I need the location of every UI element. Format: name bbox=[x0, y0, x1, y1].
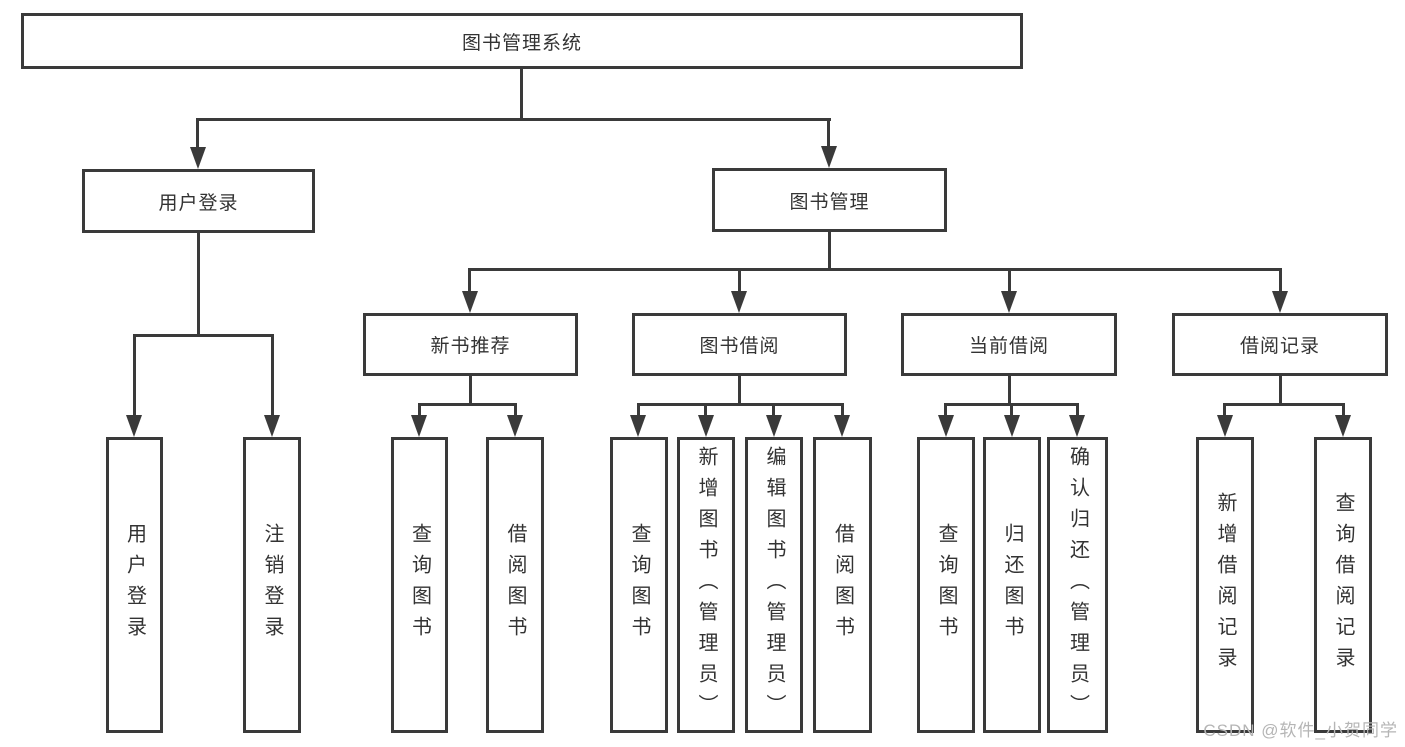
leaf-borrow-books-recommend: 借阅图书 bbox=[486, 437, 544, 733]
connector-line bbox=[1010, 403, 1013, 418]
leaf-add-borrow-record-label: 新增借阅记录 bbox=[1214, 492, 1236, 678]
arrowhead-down-icon bbox=[1069, 415, 1085, 437]
arrowhead-down-icon bbox=[698, 415, 714, 437]
leaf-borrow-books: 借阅图书 bbox=[813, 437, 872, 733]
node-root: 图书管理系统 bbox=[21, 13, 1023, 69]
connector-line bbox=[469, 376, 472, 406]
connector-line bbox=[1223, 403, 1226, 418]
leaf-logout: 注销登录 bbox=[243, 437, 301, 733]
connector-line bbox=[468, 268, 471, 293]
arrowhead-down-icon bbox=[834, 415, 850, 437]
connector-line bbox=[1279, 376, 1282, 406]
leaf-confirm-return-admin: 确认归还（管理员） bbox=[1047, 437, 1108, 733]
connector-line bbox=[1008, 268, 1011, 293]
leaf-query-books-recommend: 查询图书 bbox=[391, 437, 448, 733]
arrowhead-down-icon bbox=[1004, 415, 1020, 437]
connector-line bbox=[271, 334, 274, 417]
leaf-query-borrow-record-label: 查询借阅记录 bbox=[1332, 492, 1354, 678]
leaf-query-books-borrowing-label: 查询图书 bbox=[628, 523, 650, 647]
leaf-confirm-return-admin-label: 确认归还（管理员） bbox=[1066, 445, 1089, 725]
node-book-management-label: 图书管理 bbox=[789, 191, 870, 213]
arrowhead-down-icon bbox=[1272, 291, 1288, 313]
leaf-add-books-admin: 新增图书（管理员） bbox=[677, 437, 735, 733]
arrowhead-down-icon bbox=[411, 415, 427, 437]
connector-line bbox=[468, 268, 1282, 271]
node-current-borrowing-label: 当前借阅 bbox=[968, 336, 1049, 357]
connector-line bbox=[1076, 403, 1079, 418]
node-user-login: 用户登录 bbox=[82, 169, 315, 233]
leaf-query-books-current: 查询图书 bbox=[917, 437, 975, 733]
node-book-borrowing: 图书借阅 bbox=[632, 313, 847, 376]
arrowhead-down-icon bbox=[126, 415, 142, 437]
connector-line bbox=[637, 403, 640, 418]
node-new-book-recommend: 新书推荐 bbox=[363, 313, 578, 376]
arrowhead-down-icon bbox=[938, 415, 954, 437]
csdn-watermark: CSDN @软件_小贺同学 bbox=[1203, 721, 1398, 740]
arrowhead-down-icon bbox=[1335, 415, 1351, 437]
node-borrowing-records: 借阅记录 bbox=[1172, 313, 1388, 376]
connector-line bbox=[704, 403, 707, 418]
arrowhead-down-icon bbox=[630, 415, 646, 437]
connector-line bbox=[828, 232, 831, 271]
connector-line bbox=[841, 403, 844, 418]
leaf-add-borrow-record: 新增借阅记录 bbox=[1196, 437, 1254, 733]
arrowhead-down-icon bbox=[821, 146, 837, 168]
arrowhead-down-icon bbox=[190, 147, 206, 169]
connector-line bbox=[738, 376, 741, 406]
connector-line bbox=[827, 118, 830, 149]
leaf-borrow-books-recommend-label: 借阅图书 bbox=[504, 523, 526, 647]
leaf-user-login-label: 用户登录 bbox=[123, 523, 146, 647]
connector-line bbox=[772, 403, 775, 418]
connector-line bbox=[1008, 376, 1011, 406]
arrowhead-down-icon bbox=[731, 291, 747, 313]
node-book-management: 图书管理 bbox=[712, 168, 947, 232]
connector-line bbox=[738, 268, 741, 293]
node-user-login-label: 用户登录 bbox=[158, 192, 239, 214]
leaf-query-books-recommend-label: 查询图书 bbox=[408, 523, 431, 647]
arrowhead-down-icon bbox=[507, 415, 523, 437]
leaf-query-borrow-record: 查询借阅记录 bbox=[1314, 437, 1372, 733]
node-borrowing-records-label: 借阅记录 bbox=[1239, 336, 1320, 357]
arrowhead-down-icon bbox=[1217, 415, 1233, 437]
connector-line bbox=[520, 69, 523, 120]
arrowhead-down-icon bbox=[264, 415, 280, 437]
leaf-user-login: 用户登录 bbox=[106, 437, 163, 733]
leaf-query-books-current-label: 查询图书 bbox=[935, 523, 957, 647]
node-root-label: 图书管理系统 bbox=[461, 32, 582, 54]
arrowhead-down-icon bbox=[462, 291, 478, 313]
connector-line bbox=[196, 118, 199, 150]
node-current-borrowing: 当前借阅 bbox=[901, 313, 1117, 376]
connector-line bbox=[1223, 403, 1345, 406]
connector-line bbox=[1279, 268, 1282, 293]
connector-line bbox=[1342, 403, 1345, 418]
arrowhead-down-icon bbox=[1001, 291, 1017, 313]
leaf-borrow-books-label: 借阅图书 bbox=[831, 523, 854, 647]
connector-line bbox=[418, 403, 421, 418]
node-book-borrowing-label: 图书借阅 bbox=[699, 336, 780, 357]
leaf-logout-label: 注销登录 bbox=[261, 523, 283, 647]
leaf-return-books-label: 归还图书 bbox=[1001, 523, 1023, 647]
node-new-book-recommend-label: 新书推荐 bbox=[430, 336, 511, 357]
connector-line bbox=[637, 403, 844, 406]
connector-line bbox=[196, 118, 831, 121]
connector-line bbox=[133, 334, 274, 337]
leaf-return-books: 归还图书 bbox=[983, 437, 1041, 733]
connector-line bbox=[418, 403, 517, 406]
leaf-edit-books-admin-label: 编辑图书（管理员） bbox=[763, 445, 785, 725]
leaf-query-books-borrowing: 查询图书 bbox=[610, 437, 668, 733]
connector-line bbox=[133, 334, 136, 417]
connector-line bbox=[514, 403, 517, 418]
leaf-add-books-admin-label: 新增图书（管理员） bbox=[695, 445, 717, 725]
arrowhead-down-icon bbox=[766, 415, 782, 437]
connector-line bbox=[944, 403, 947, 418]
leaf-edit-books-admin: 编辑图书（管理员） bbox=[745, 437, 803, 733]
connector-line bbox=[197, 233, 200, 337]
